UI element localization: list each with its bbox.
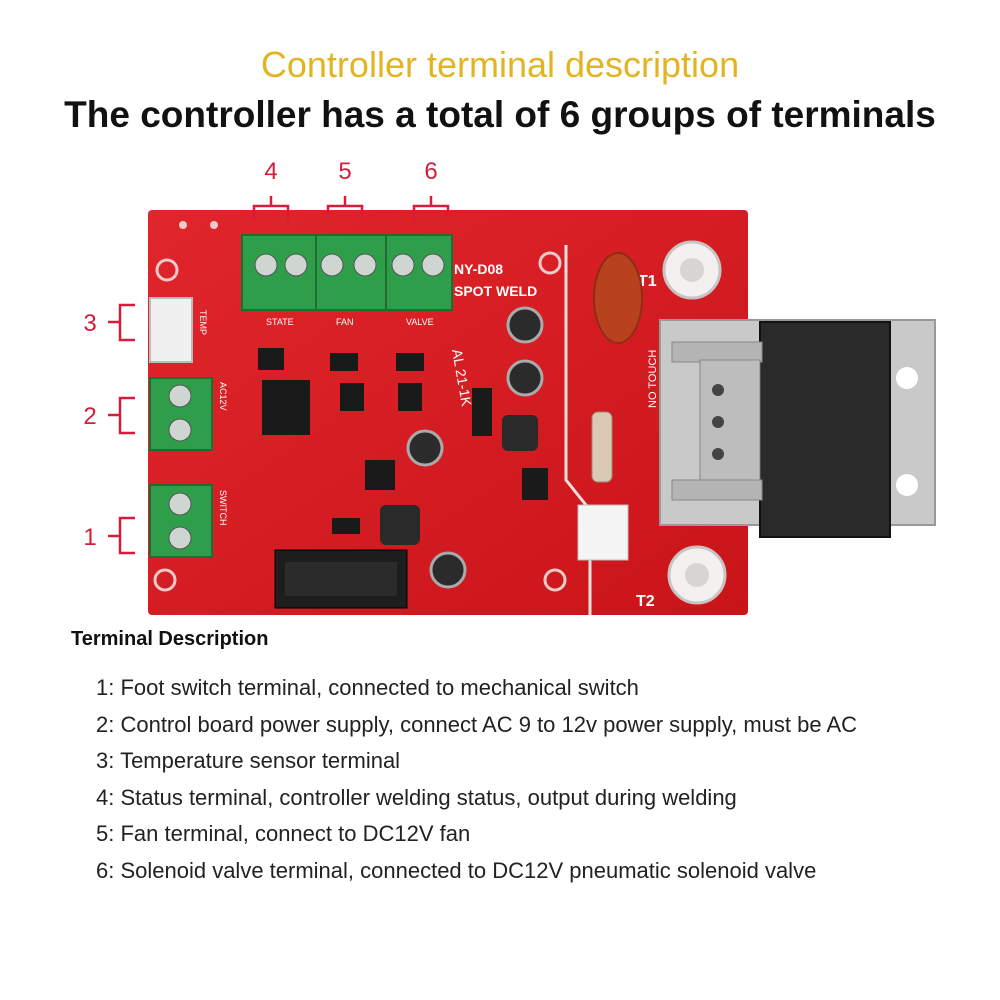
t1-label: T1 — [638, 273, 657, 290]
terminal-label-ac12v: AC12V — [218, 382, 228, 411]
film-capacitor — [593, 252, 643, 344]
model-text: NY-D08 — [454, 261, 503, 277]
power-resistor — [591, 411, 613, 483]
ic-chip — [262, 380, 310, 435]
temp-connector — [149, 297, 193, 363]
electrolytic-capacitor — [429, 551, 467, 589]
no-touch-text: NO TOUCH — [647, 350, 659, 408]
ic-chip — [365, 460, 395, 490]
page-title: The controller has a total of 6 groups o… — [64, 94, 936, 135]
switch-terminal-block — [149, 484, 213, 558]
mount-hole — [538, 251, 562, 275]
transistor — [330, 353, 358, 371]
marker-number-1: 1 — [83, 524, 96, 551]
t1-terminal-hole — [680, 258, 704, 282]
t2-terminal-hole — [685, 563, 709, 587]
header-subtitle: Controller terminal description — [260, 44, 740, 85]
mosfet — [398, 383, 422, 411]
terminal-screw — [320, 253, 344, 277]
marker-number-5: 5 — [338, 158, 351, 185]
marker-number-3: 3 — [83, 310, 96, 337]
top-markers — [252, 196, 450, 220]
marker-number-2: 2 — [83, 403, 96, 430]
electrolytic-capacitor — [506, 306, 544, 344]
mount-hole — [155, 258, 179, 282]
ic-chip — [472, 388, 492, 436]
inductor — [502, 415, 538, 451]
via-dot — [210, 221, 218, 229]
terminal-label-temp: TEMP — [198, 310, 208, 335]
controller-board-illustration: T1 T2 NO TOUCH NY-D08 SPOT WELD AL 21-1K… — [83, 158, 936, 615]
via-dot — [179, 221, 187, 229]
bus-bar — [671, 341, 763, 363]
transistor — [332, 518, 360, 534]
list-item: 3: Temperature sensor terminal — [96, 748, 401, 773]
terminal-block-body — [241, 234, 453, 311]
terminal-screw — [284, 253, 308, 277]
terminal-label-switch: SWITCH — [218, 490, 228, 526]
heatsink-hole — [896, 367, 918, 389]
terminal-label-valve: VALVE — [406, 317, 434, 327]
marker-number-6: 6 — [424, 158, 437, 185]
screw — [712, 416, 724, 428]
mount-hole — [543, 568, 567, 592]
optocoupler — [577, 504, 629, 561]
mosfet — [340, 383, 364, 411]
isolation-line — [564, 245, 592, 615]
product-text: SPOT WELD — [454, 283, 537, 299]
ic-chip — [258, 348, 284, 370]
list-item: 1: Foot switch terminal, connected to me… — [96, 675, 639, 700]
screw — [712, 448, 724, 460]
list-item: 2: Control board power supply, connect A… — [96, 711, 858, 737]
heatsink-hole — [896, 474, 918, 496]
bus-bar — [699, 359, 761, 481]
electrolytic-capacitor — [406, 429, 444, 467]
terminal-screw — [353, 253, 377, 277]
list-item: 5: Fan terminal, connect to DC12V fan — [96, 821, 471, 846]
terminal-screw — [254, 253, 278, 277]
list-item: 4: Status terminal, controller welding s… — [96, 784, 737, 810]
screw — [712, 384, 724, 396]
bus-bar — [671, 479, 763, 501]
ic-chip — [522, 468, 548, 500]
mount-hole — [153, 568, 177, 592]
marker-number-4: 4 — [264, 158, 277, 185]
power-terminal-block — [149, 377, 213, 451]
thyristor-module — [759, 321, 891, 538]
list-item: 6: Solenoid valve terminal, connected to… — [96, 857, 817, 883]
t2-label: T2 — [636, 593, 655, 610]
electrolytic-capacitor — [506, 359, 544, 397]
terminal-screw — [421, 253, 445, 277]
terminal-description-list: 1: Foot switch terminal, connected to me… — [96, 670, 916, 889]
left-markers — [108, 303, 135, 555]
terminal-screw — [391, 253, 415, 277]
controller-board-image: T1 T2 NO TOUCH NY-D08 SPOT WELD AL 21-1K… — [0, 150, 1000, 630]
top-terminal-blocks — [241, 234, 453, 311]
description-heading: Terminal Description — [71, 628, 269, 650]
terminal-label-fan: FAN — [336, 317, 354, 327]
transistor — [396, 353, 424, 371]
terminal-label-state: STATE — [266, 317, 294, 327]
inductor — [380, 505, 420, 545]
